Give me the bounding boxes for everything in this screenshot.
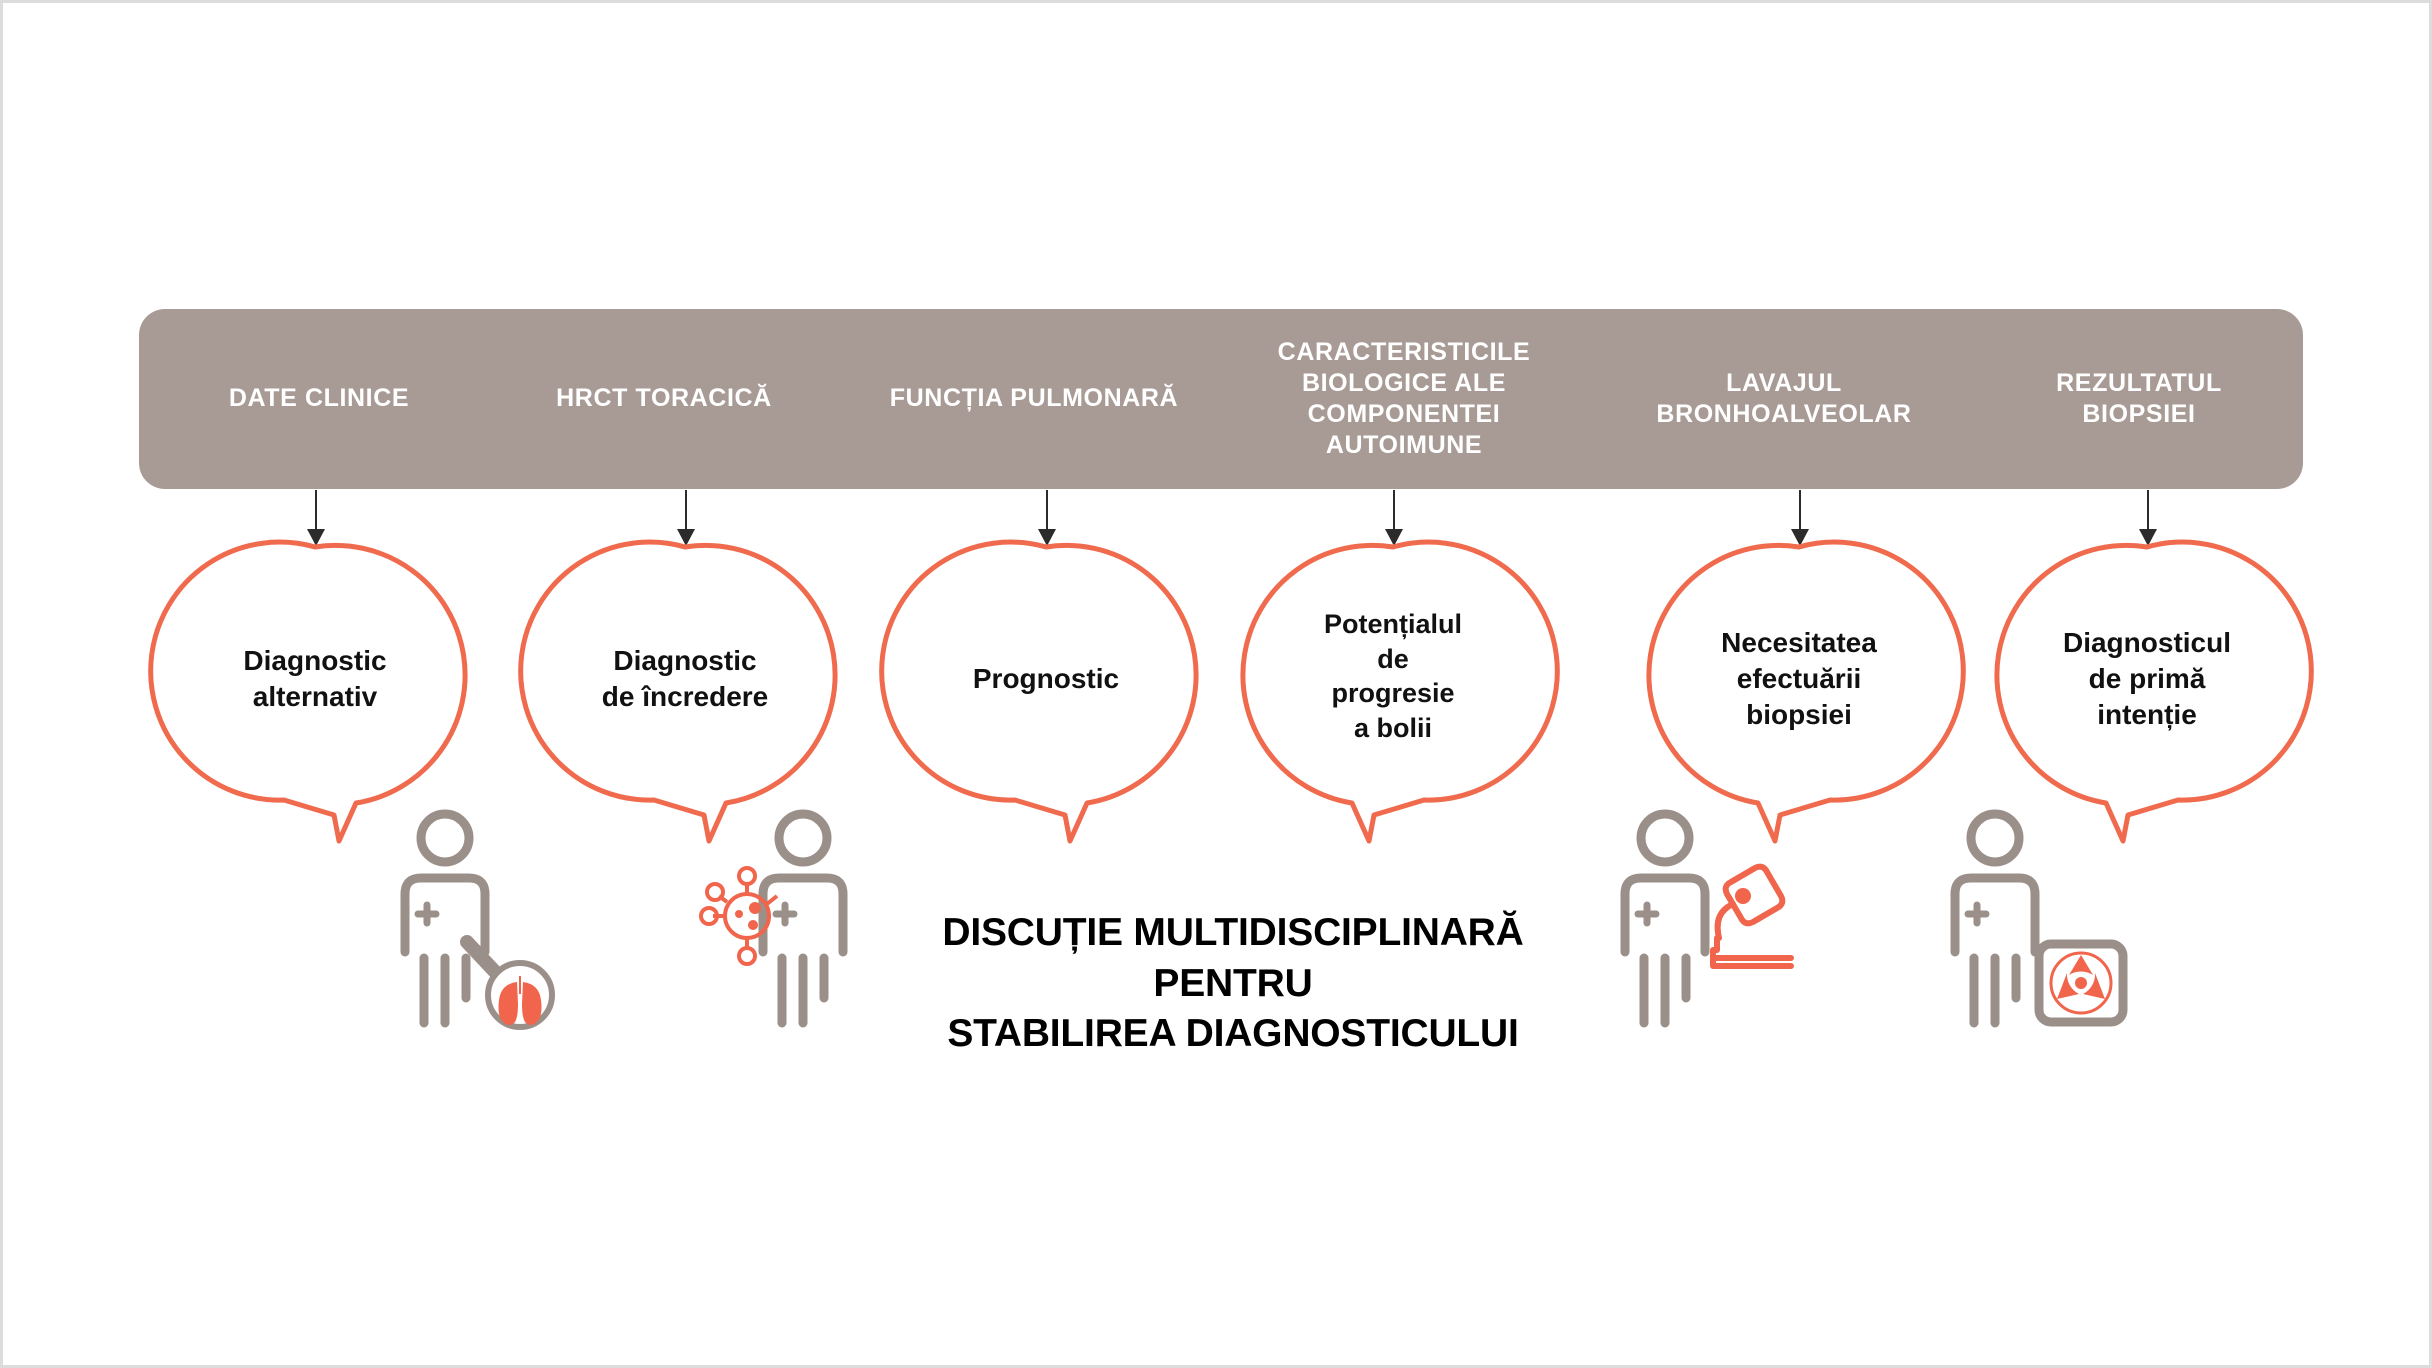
radiation-screen-icon xyxy=(2034,939,2128,1027)
microscope-icon xyxy=(1710,863,1794,969)
arrow-line-5 xyxy=(1799,490,1801,532)
banner-column-hrct-toracica: HRCT TORACICĂ xyxy=(484,309,844,489)
arrow-head-5 xyxy=(1791,529,1809,546)
banner-label-line: CARACTERISTICILE xyxy=(1277,337,1531,366)
figure-doctor-microscope xyxy=(1613,808,1823,1038)
figure-doctor-radiology xyxy=(1943,808,2153,1038)
speech-bubble-shape xyxy=(518,539,838,844)
banner-label-line: BRONHOALVEOLAR xyxy=(1656,400,1912,428)
center-title-line: STABILIREA DIAGNOSTICULUI xyxy=(947,1012,1519,1056)
banner-label-line: BIOPSIEI xyxy=(2082,400,2196,428)
speech-bubble-diagnostic-alternativ[interactable]: Diagnostic alternativ xyxy=(148,539,468,845)
figure-doctor-magnifier-lungs xyxy=(393,808,603,1038)
doctor-icon xyxy=(758,809,848,1028)
center-title: DISCUȚIE MULTIDISCIPLINARĂ PENTRU STABIL… xyxy=(883,908,1583,1060)
arrow-line-6 xyxy=(2147,490,2149,532)
arrow-line-2 xyxy=(685,490,687,532)
arrow-head-1 xyxy=(307,529,325,546)
criteria-banner: DATE CLINICE HRCT TORACICĂ FUNCȚIA PULMO… xyxy=(139,309,2303,489)
banner-label-line: HRCT TORACICĂ xyxy=(556,384,772,413)
doctor-icon xyxy=(1620,809,1710,1028)
banner-column-date-clinice: DATE CLINICE xyxy=(139,309,499,489)
arrow-head-6 xyxy=(2139,529,2157,546)
magnifier-lungs-icon xyxy=(460,935,555,1030)
speech-bubble-diagnostic-de-incredere[interactable]: Diagnostic de încredere xyxy=(518,539,838,845)
speech-bubble-shape xyxy=(879,539,1199,844)
banner-label-line: LAVAJUL xyxy=(1726,368,1842,397)
arrow-line-4 xyxy=(1393,490,1395,532)
banner-column-caracteristicile-autoimune: CARACTERISTICILE BIOLOGICE ALE COMPONENT… xyxy=(1224,309,1584,489)
center-title-line: DISCUȚIE MULTIDISCIPLINARĂ xyxy=(942,911,1524,954)
figure-doctor-virus xyxy=(699,808,913,1038)
speech-bubble-shape xyxy=(1240,539,1560,844)
banner-column-lavajul-bronhoalveolar: LAVAJUL BRONHOALVEOLAR xyxy=(1594,309,1974,489)
arrow-head-4 xyxy=(1385,529,1403,546)
speech-bubble-prognostic[interactable]: Prognostic xyxy=(879,539,1199,845)
banner-column-rezultatul-biopsiei: REZULTATUL BIOPSIEI xyxy=(1974,309,2304,489)
speech-bubble-shape xyxy=(1646,539,1966,844)
speech-bubble-potentialul-de-progresie[interactable]: Potențialul de progresie a bolii xyxy=(1240,539,1560,845)
banner-column-functia-pulmonara: FUNCȚIA PULMONARĂ xyxy=(844,309,1224,489)
center-title-line: PENTRU xyxy=(1153,961,1313,1005)
banner-label-line: BIOLOGICE ALE xyxy=(1301,368,1507,397)
banner-label-line: DATE CLINICE xyxy=(228,384,410,413)
banner-label-line: REZULTATUL xyxy=(2056,368,2222,397)
arrow-line-3 xyxy=(1046,490,1048,532)
arrow-head-2 xyxy=(677,529,695,546)
virus-icon xyxy=(699,866,779,966)
arrow-head-3 xyxy=(1038,529,1056,546)
arrow-line-1 xyxy=(315,490,317,532)
banner-label-line: COMPONENTEI xyxy=(1307,400,1501,428)
doctor-icon xyxy=(400,809,490,1028)
banner-label-line: AUTOIMUNE xyxy=(1325,431,1483,460)
banner-label-line: FUNCȚIA PULMONARĂ xyxy=(889,384,1179,413)
speech-bubble-necesitatea-biopsiei[interactable]: Necesitatea efectuării biopsiei xyxy=(1646,539,1966,845)
speech-bubble-shape xyxy=(1994,539,2314,844)
speech-bubble-diagnosticul-de-prima-intentie[interactable]: Diagnosticul de primă intenție xyxy=(1994,539,2314,845)
speech-bubble-shape xyxy=(148,539,468,844)
doctor-icon xyxy=(1950,809,2040,1028)
